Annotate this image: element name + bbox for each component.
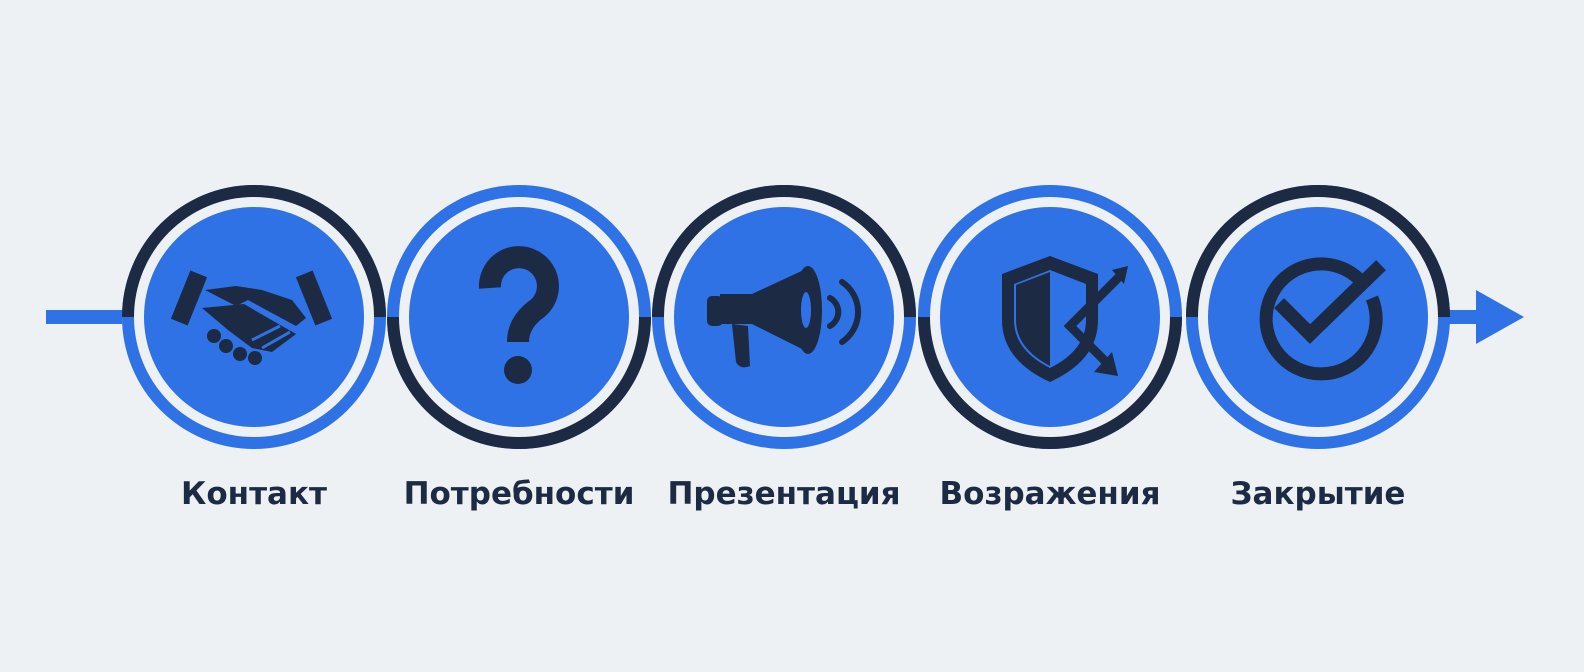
flow-line-end (1440, 310, 1480, 324)
step-label-3: Презентация (667, 476, 901, 512)
megaphone-icon (707, 266, 862, 368)
check-circle-icon (1259, 257, 1386, 381)
handshake-icon (170, 270, 333, 365)
shield-deflect-icon (1002, 256, 1128, 382)
flow-arrowhead (1476, 290, 1524, 344)
flow-line-start (46, 310, 122, 324)
step-label-4: Возражения (939, 476, 1161, 512)
question-mark-icon (478, 246, 559, 384)
step-label-5: Закрытие (1230, 476, 1406, 512)
step-label-1: Контакт (181, 476, 327, 512)
step-label-2: Потребности (403, 476, 635, 512)
